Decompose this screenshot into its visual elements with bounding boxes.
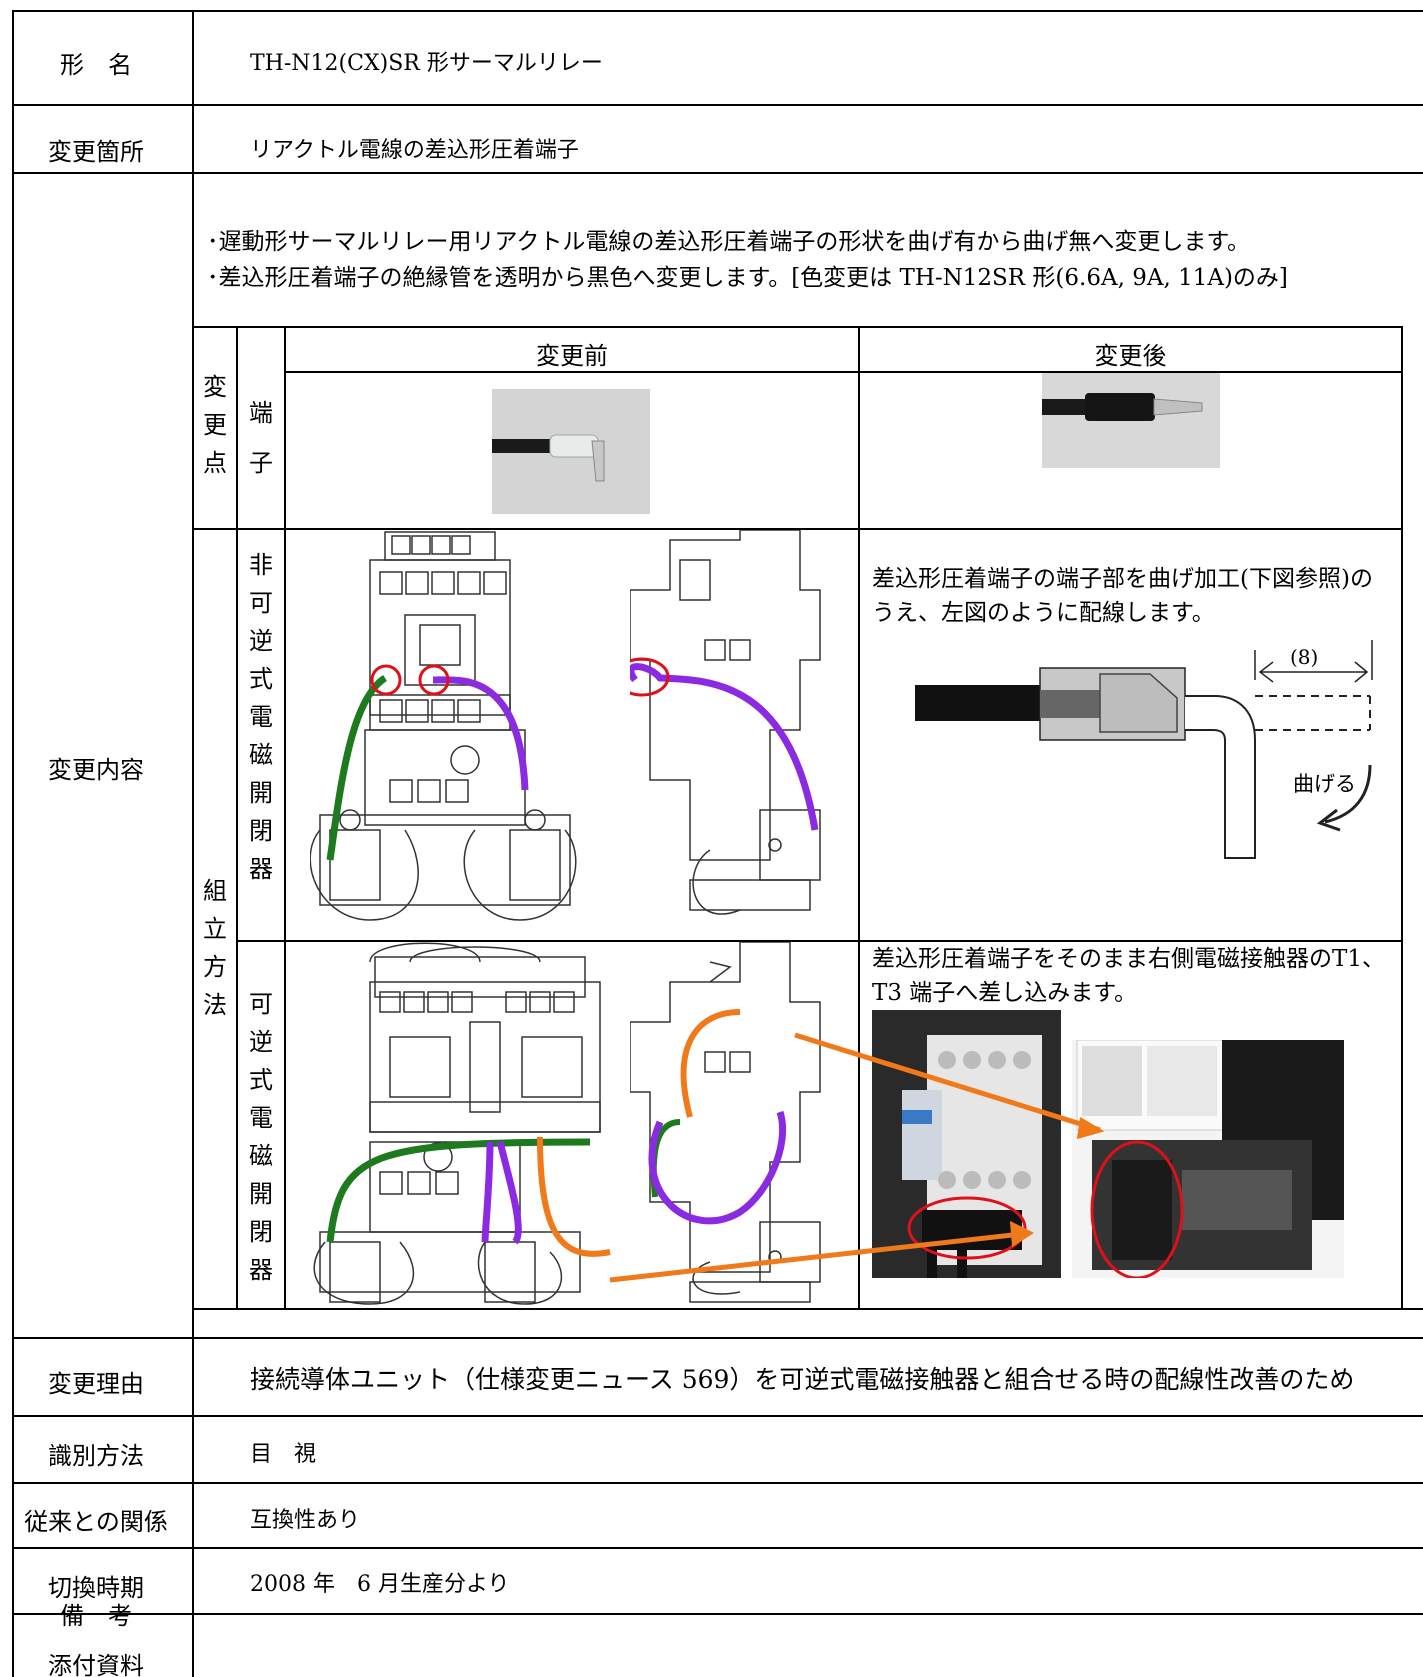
timing-value: 2008 年 6 月生産分より (250, 1572, 510, 1597)
location-label: 変更箇所 (48, 138, 144, 166)
identify-label: 識別方法 (48, 1442, 144, 1470)
nonreversible-front-diagram (310, 531, 577, 921)
reversible-photo-left (872, 1010, 1061, 1278)
reason-label: 変更理由 (48, 1370, 144, 1398)
col-after-header: 変更後 (1094, 342, 1167, 370)
model-value: TH-N12(CX)SR 形サーマルリレー (250, 51, 603, 76)
bend-note: 差込形圧着端子の端子部を曲げ加工(下図参照)のうえ、左図のように配線します。 (872, 566, 1373, 626)
content-label: 変更内容 (48, 756, 144, 784)
change-point-label: 変 更 点 (203, 373, 227, 477)
timing-label: 切換時期 (48, 1574, 144, 1602)
col-before-header: 変更前 (536, 342, 608, 370)
compat-value: 互換性あり (250, 1508, 361, 1533)
reversible-front-diagram (313, 942, 611, 1305)
reason-value: 接続導体ユニット（仕様変更ニュース 569）を可逆式電磁接触器と組合せる時の配線… (250, 1365, 1355, 1394)
model-label: 形 名 (60, 51, 132, 79)
reversible-note: 差込形圧着端子をそのまま右側電磁接触器のT1、T3 端子へ差し込みます。 (872, 946, 1385, 1006)
attachments-label: 添付資料 (48, 1652, 144, 1677)
identify-value: 目 視 (250, 1442, 317, 1467)
nonreversible-side-diagram (630, 530, 821, 915)
remarks-label: 備 考 (60, 1602, 132, 1630)
content-bullet-2: ･差込形圧着端子の絶縁管を透明から黒色へ変更します。[色変更は TH-N12SR… (207, 265, 1288, 291)
bend-dimension: (8) (1290, 645, 1319, 669)
terminal-after-photo (1042, 373, 1220, 468)
terminal-before-photo (492, 389, 650, 514)
orange-arrows (609, 1032, 1105, 1283)
reversible-side-diagram (630, 942, 821, 1303)
top-border (12, 10, 1423, 12)
bend-label: 曲げる (1293, 772, 1356, 796)
reversible-photo-right (1072, 1040, 1344, 1278)
content-bullet-1: ･遅動形サーマルリレー用リアクトル電線の差込形圧着端子の形状を曲げ有から曲げ無へ… (207, 229, 1251, 255)
location-value: リアクトル電線の差込形圧着端子 (250, 138, 579, 163)
reversible-label: 可 逆 式 電 磁 開 閉 器 (249, 990, 273, 1284)
left-border (12, 10, 14, 1677)
label-divider (192, 10, 194, 1677)
assembly-label: 組 立 方 法 (203, 877, 227, 1019)
compat-label: 従来との関係 (24, 1508, 168, 1536)
nonreversible-label: 非 可 逆 式 電 磁 開 閉 器 (249, 551, 273, 883)
bend-diagram (915, 640, 1373, 859)
terminal-label: 端 子 (249, 399, 273, 477)
